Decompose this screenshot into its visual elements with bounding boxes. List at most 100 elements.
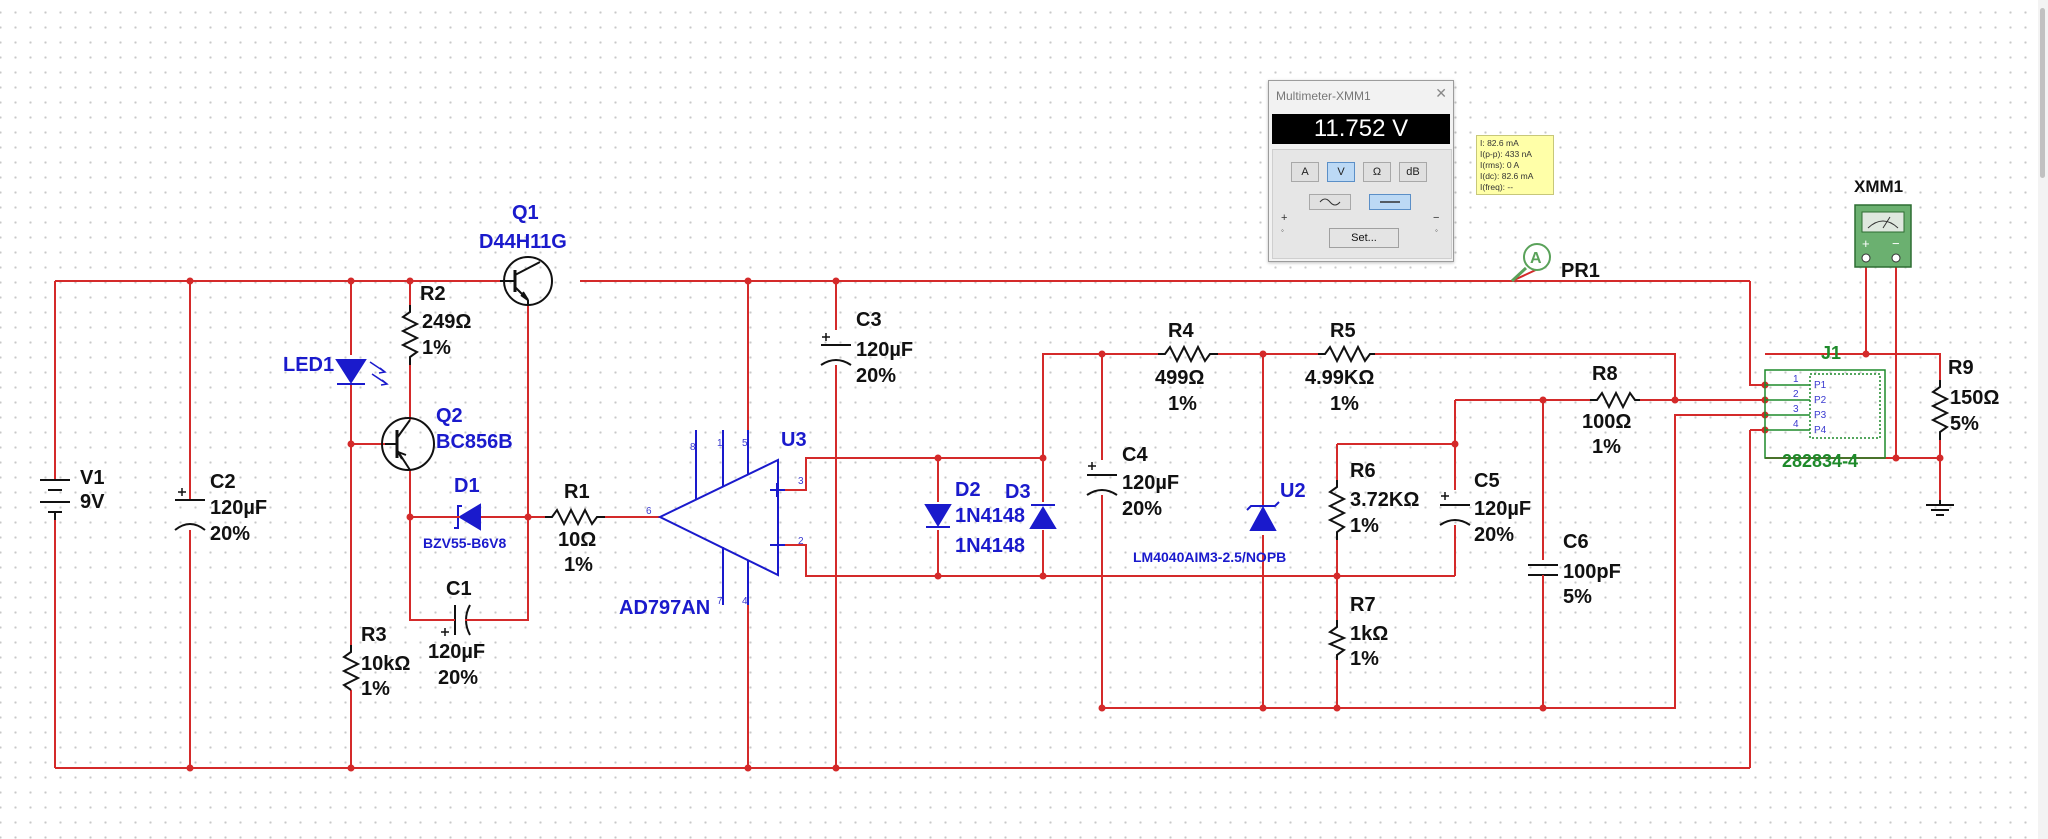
led1-symbol [335, 359, 389, 386]
u3-ref: U3 [781, 429, 807, 451]
multimeter-controls: A V Ω dB + − ◦ ◦ Set... [1272, 149, 1452, 259]
v1-value: 9V [80, 491, 105, 513]
d2-part: 1N4148 [955, 505, 1025, 527]
r2-tol: 1% [422, 337, 451, 359]
vertical-scrollbar[interactable] [2038, 0, 2048, 839]
r6-ref: R6 [1350, 460, 1376, 482]
r6-value: 3.72KΩ [1350, 489, 1419, 511]
r2-value: 249Ω [422, 311, 471, 333]
j1-pin-label-4: P4 [1814, 425, 1827, 436]
r7-resistor-symbol [1327, 620, 1347, 660]
c6-ref: C6 [1563, 531, 1589, 553]
c6-value: 100pF [1563, 561, 1621, 583]
j1-pin-label-2: P2 [1814, 395, 1827, 406]
voltmeter-mode-button[interactable]: V [1327, 162, 1355, 182]
c3-ref: C3 [856, 309, 882, 331]
pin-numbers: 3 2 6 8 1 5 7 4 1 2 3 4 P1 P2 P3 P4 [646, 374, 1827, 607]
c2-ref: C2 [210, 471, 236, 493]
c3-capacitor-symbol [820, 333, 852, 366]
r3-resistor-symbol [341, 645, 361, 691]
u2-reference-symbol [1246, 501, 1280, 531]
r8-value: 100Ω [1582, 411, 1631, 433]
r1-value: 10Ω [558, 529, 596, 551]
u3-pin-2: 2 [798, 536, 804, 547]
c3-tol: 20% [856, 365, 896, 387]
r5-tol: 1% [1330, 393, 1359, 415]
decibel-mode-button[interactable]: dB [1399, 162, 1427, 182]
j1-pin-1: 1 [1793, 374, 1799, 385]
r4-resistor-symbol [1158, 344, 1218, 364]
c1-tol: 20% [438, 667, 478, 689]
d1-part: BZV55-B6V8 [423, 535, 506, 551]
r9-value: 150Ω [1950, 387, 1999, 409]
j1-pin-label-1: P1 [1814, 380, 1827, 391]
q2-part: BC856B [436, 431, 513, 453]
j1-pin-4: 4 [1793, 419, 1799, 430]
j1-connector[interactable] [1764, 369, 1886, 459]
r7-ref: R7 [1350, 594, 1376, 616]
multimeter-window[interactable]: Multimeter-XMM1 ✕ 11.752 V A V Ω dB + − … [1268, 80, 1454, 262]
r4-tol: 1% [1168, 393, 1197, 415]
r6-resistor-symbol [1327, 480, 1347, 540]
u3-pin-1: 1 [717, 438, 723, 449]
q1-transistor-symbol [500, 256, 553, 306]
d3-ref: D3 [1005, 481, 1031, 503]
r1-resistor-symbol [545, 507, 605, 527]
plus-terminal-icon: ◦ [1281, 226, 1284, 235]
tooltip-line-dc: I(dc): 82.6 mA [1480, 171, 1534, 181]
r2-ref: R2 [420, 283, 446, 305]
c6-capacitor-symbol [1528, 564, 1558, 600]
multimeter-title: Multimeter-XMM1 [1276, 89, 1371, 103]
settings-button[interactable]: Set... [1329, 228, 1399, 248]
d3-part: 1N4148 [955, 535, 1025, 557]
xmm1-plus: + [1862, 236, 1870, 251]
c5-capacitor-symbol [1439, 492, 1471, 526]
r3-ref: R3 [361, 624, 387, 646]
d1-zener-symbol [450, 503, 481, 531]
c6-tol: 5% [1563, 586, 1592, 608]
minus-terminal-label: − [1433, 212, 1440, 224]
r6-tol: 1% [1350, 515, 1379, 537]
r8-tol: 1% [1592, 436, 1621, 458]
dc-wave-button[interactable] [1369, 194, 1411, 210]
q2-ref: Q2 [436, 405, 463, 427]
c5-ref: C5 [1474, 470, 1500, 492]
j1-ref: J1 [1821, 343, 1841, 363]
r9-tol: 5% [1950, 413, 1979, 435]
d1-ref: D1 [454, 475, 480, 497]
d2-diode-symbol [924, 504, 952, 528]
j1-pin-2: 2 [1793, 389, 1799, 400]
sine-wave-icon [1319, 198, 1341, 206]
v1-ref: V1 [80, 467, 104, 489]
xmm1-minus: − [1892, 236, 1900, 251]
j1-pin-label-3: P3 [1814, 410, 1827, 421]
ac-wave-button[interactable] [1309, 194, 1351, 210]
r4-ref: R4 [1168, 320, 1194, 342]
tooltip-line-peak: I(p-p): 433 nA [1480, 149, 1532, 159]
v1-battery-symbol [40, 479, 70, 520]
u3-pin-3: 3 [798, 476, 804, 487]
scrollbar-thumb[interactable] [2040, 8, 2045, 178]
pr1-probe-icon[interactable] [1510, 243, 1551, 283]
u2-part: LM4040AIM3-2.5/NOPB [1133, 549, 1286, 565]
c2-capacitor-symbol [174, 488, 206, 531]
pr1-ref: PR1 [1561, 260, 1600, 282]
u3-pin-8: 8 [690, 442, 696, 453]
r8-ref: R8 [1592, 363, 1618, 385]
ohmmeter-mode-button[interactable]: Ω [1363, 162, 1391, 182]
c1-value: 120µF [428, 641, 485, 663]
minus-terminal-icon: ◦ [1435, 226, 1438, 235]
q1-part: D44H11G [479, 231, 567, 253]
q1-ref: Q1 [512, 202, 539, 224]
u3-pin-4: 4 [742, 596, 748, 607]
wires [54, 258, 1941, 769]
dc-line-icon [1380, 201, 1400, 203]
ammeter-mode-button[interactable]: A [1291, 162, 1319, 182]
c4-capacitor-symbol [1086, 462, 1118, 496]
close-icon[interactable]: ✕ [1435, 85, 1447, 101]
probe-tooltip: I: 82.6 mA I(p-p): 433 nA I(rms): 0 A I(… [1476, 135, 1554, 195]
xmm1-instrument-icon[interactable] [1854, 204, 1912, 268]
j1-part: 282834-4 [1782, 451, 1858, 471]
q2-transistor-symbol [381, 417, 435, 471]
